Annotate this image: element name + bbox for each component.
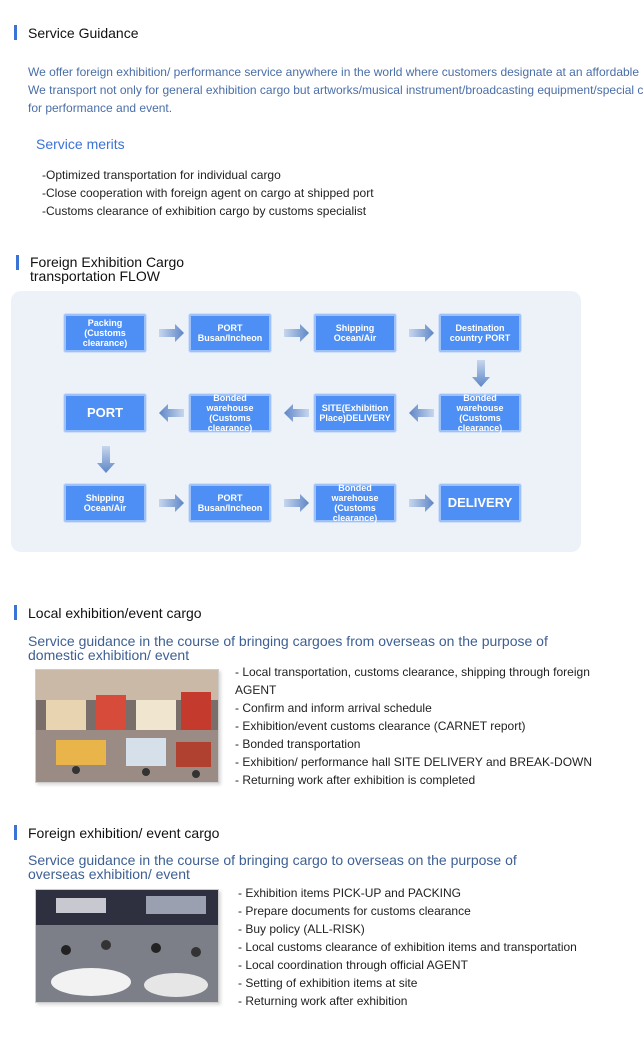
list-item: - Confirm and inform arrival schedule	[235, 701, 432, 715]
arrow-left-icon	[159, 404, 184, 422]
local-service-list: - Local transportation, customs clearanc…	[235, 663, 592, 789]
local-subtitle-line2: domestic exhibition/ event	[28, 647, 190, 663]
merit-item: -Optimized transportation for individual…	[42, 168, 281, 182]
arrow-down-icon	[97, 446, 115, 473]
flow-title: Foreign Exhibition Cargo transportation …	[16, 255, 184, 283]
foreign-service-list: - Exhibition items PICK-UP and PACKING -…	[238, 884, 577, 1010]
exhibition-hall-photo	[35, 669, 219, 783]
flow-box-bonded-warehouse: Bonded warehouse (Customs clearance)	[189, 393, 271, 433]
foreign-subtitle-line2: overseas exhibition/ event	[28, 866, 190, 882]
list-item: - Returning work after exhibition is com…	[235, 773, 476, 787]
flow-box-bonded-warehouse-dest: Bonded warehouse (Customs clearance)	[439, 393, 521, 433]
service-merits-list: -Optimized transportation for individual…	[42, 166, 374, 220]
arrow-down-icon	[472, 360, 490, 387]
merit-item: -Close cooperation with foreign agent on…	[42, 186, 374, 200]
list-item: - Local coordination through official AG…	[238, 958, 468, 972]
flow-title-line1: Foreign Exhibition Cargo	[30, 254, 185, 270]
list-item: - Prepare documents for customs clearanc…	[238, 904, 471, 918]
list-item: AGENT	[235, 683, 277, 697]
foreign-exhibition-title: Foreign exhibition/ event cargo	[14, 825, 219, 841]
flow-box-port: PORT	[64, 394, 146, 432]
list-item: - Returning work after exhibition	[238, 994, 408, 1008]
arrow-left-icon	[284, 404, 309, 422]
flow-box-shipping: Shipping Ocean/Air	[314, 314, 396, 352]
flow-box-port-busan-return: PORT Busan/Incheon	[189, 484, 271, 522]
flow-box-packing: Packing (Customs clearance)	[64, 314, 146, 352]
intro-line: We offer foreign exhibition/ performance…	[28, 65, 640, 79]
list-item: - Buy policy (ALL-RISK)	[238, 922, 365, 936]
foreign-subtitle-line1: Service guidance in the course of bringi…	[28, 852, 517, 868]
list-item: - Exhibition/ performance hall SITE DELI…	[235, 755, 593, 769]
arrow-right-icon	[159, 324, 184, 342]
flow-box-bonded-warehouse-return: Bonded warehouse (Customs clearance)	[314, 483, 396, 523]
service-merits-title: Service merits	[36, 136, 125, 152]
arrow-right-icon	[284, 494, 309, 512]
arrow-right-icon	[409, 494, 434, 512]
arrow-left-icon	[409, 404, 434, 422]
flow-title-line2: transportation FLOW	[30, 268, 160, 284]
list-item: - Setting of exhibition items at site	[238, 976, 418, 990]
list-item: - Exhibition items PICK-UP and PACKING	[238, 886, 461, 900]
list-item: - Local transportation, customs clearanc…	[235, 665, 590, 679]
intro-line: for performance and event.	[28, 101, 173, 115]
flow-box-destination-port: Destination country PORT	[439, 314, 521, 352]
flow-box-shipping-return: Shipping Ocean/Air	[64, 484, 146, 522]
list-item: - Bonded transportation	[235, 737, 361, 751]
arrow-right-icon	[284, 324, 309, 342]
arrow-right-icon	[409, 324, 434, 342]
service-intro: We offer foreign exhibition/ performance…	[28, 63, 643, 117]
local-exhibition-title: Local exhibition/event cargo	[14, 605, 202, 621]
local-subtitle-line1: Service guidance in the course of bringi…	[28, 633, 548, 649]
service-guidance-title: Service Guidance	[14, 25, 139, 41]
arrow-right-icon	[159, 494, 184, 512]
flow-box-port-busan: PORT Busan/Incheon	[189, 314, 271, 352]
intro-line: We transport not only for general exhibi…	[28, 83, 643, 97]
merit-item: -Customs clearance of exhibition cargo b…	[42, 204, 367, 218]
flow-box-delivery: DELIVERY	[439, 484, 521, 522]
flow-box-site-delivery: SITE(Exhibition Place)DELIVERY	[314, 394, 396, 432]
motor-show-photo	[35, 889, 219, 1003]
list-item: - Local customs clearance of exhibition …	[238, 940, 577, 954]
list-item: - Exhibition/event customs clearance (CA…	[235, 719, 526, 733]
